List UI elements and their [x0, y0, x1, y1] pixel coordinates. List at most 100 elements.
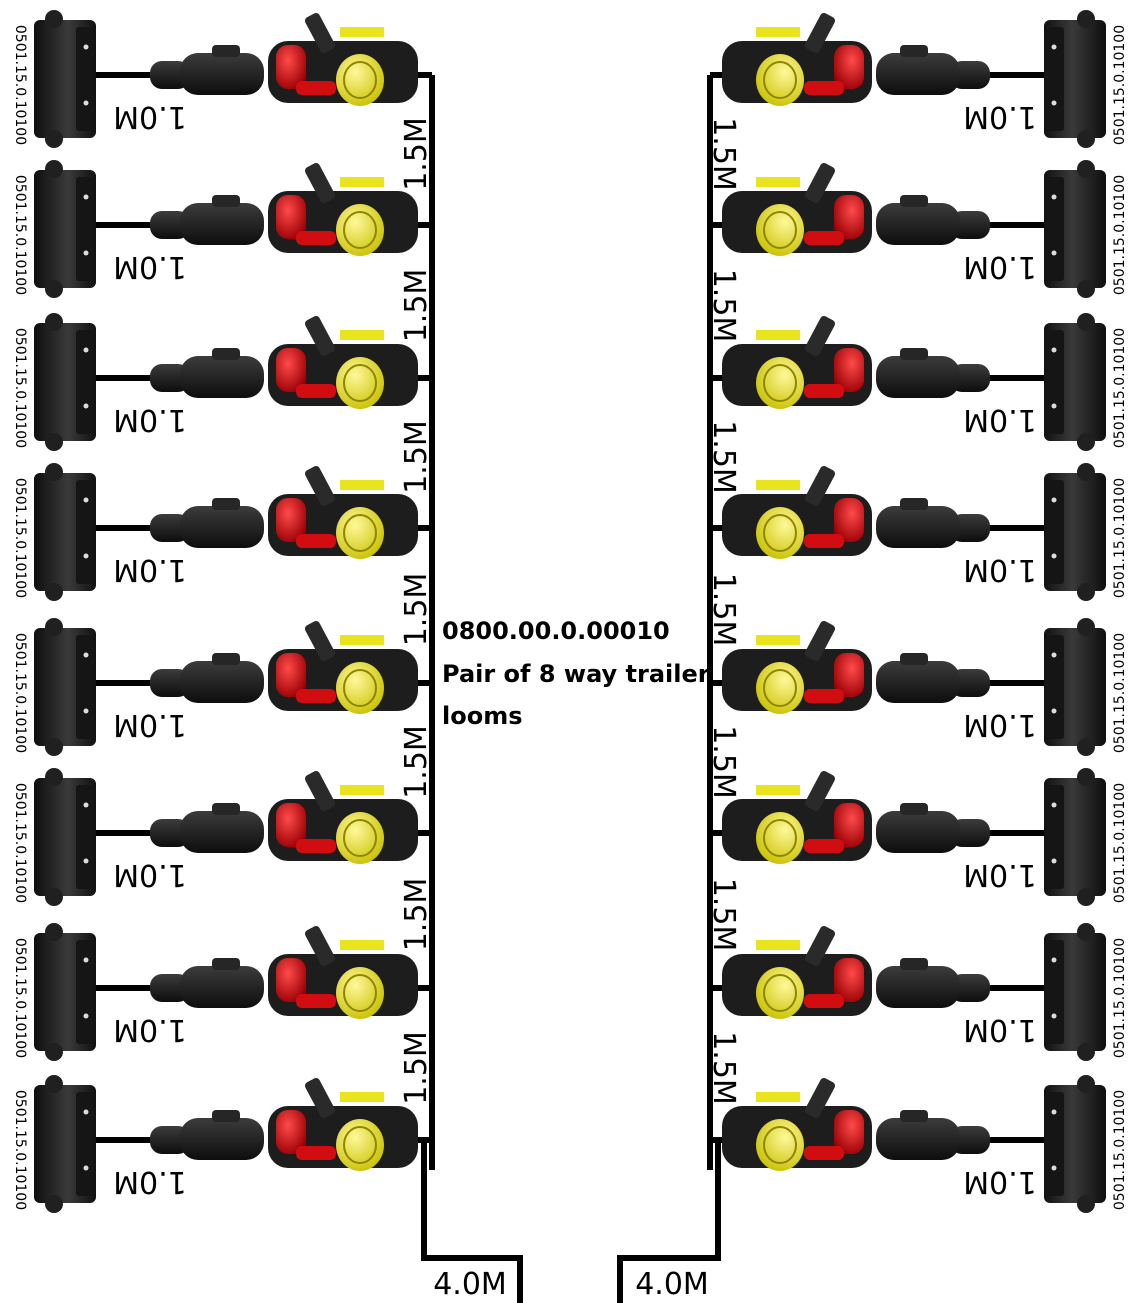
housing-bump-bottom: [45, 1195, 63, 1213]
lead-wire-4m: [617, 1140, 721, 1303]
connector-latch: [804, 1077, 836, 1119]
lamp-housing-flange: [1046, 480, 1064, 584]
connector-red-pin: [804, 231, 844, 245]
plug-head: [180, 966, 264, 1008]
lamp-housing-flange: [76, 635, 94, 739]
housing-dot: [83, 403, 89, 409]
plug-body: [150, 514, 190, 542]
plug-head: [180, 1118, 264, 1160]
connector-red-seal: [834, 958, 864, 1002]
left_side-branch-8: [34, 1075, 418, 1213]
right_side-branch-5: [722, 618, 1106, 756]
plug-body: [150, 669, 190, 697]
branch-wire: [90, 375, 160, 381]
wire-layer: [405, 72, 735, 1303]
connector-latch: [804, 465, 836, 507]
connector-yellow-lock: [756, 1092, 800, 1102]
connector-seal-ring: [343, 61, 377, 99]
branch-wire: [980, 680, 1050, 686]
connector-seal-ring: [343, 974, 377, 1012]
housing-dot: [83, 1165, 89, 1171]
connector-latch: [804, 12, 836, 54]
lamp-part-code: 0501.15.0.10100: [12, 783, 28, 903]
branch-wire: [90, 985, 160, 991]
connector-red-pin: [296, 384, 336, 398]
housing-dot: [83, 553, 89, 559]
segment-length-label: 1.5M: [399, 1031, 434, 1105]
housing-bump-bottom: [45, 1043, 63, 1061]
housing-bump-bottom: [45, 280, 63, 298]
segment-length-label: 1.5M: [399, 725, 434, 799]
plug-latch: [900, 45, 928, 57]
housing-dot: [83, 194, 89, 200]
housing-dot: [1051, 652, 1057, 658]
right_side-branch-8: [722, 1075, 1106, 1213]
segment-length-label: 1.5M: [399, 573, 434, 647]
segment-length-label: 1.5M: [706, 269, 741, 343]
housing-dot: [83, 44, 89, 50]
component-layer: [34, 10, 1106, 1213]
segment-length-label: 1.5M: [706, 573, 741, 647]
connector-red-pin: [804, 839, 844, 853]
connector-yellow-lock: [756, 635, 800, 645]
branch-length-label: 1.0M: [963, 402, 1037, 437]
plug-latch: [212, 195, 240, 207]
connector-yellow-lock: [340, 480, 384, 490]
plug-head: [180, 506, 264, 548]
plug-body: [950, 974, 990, 1002]
segment-length-label: 1.5M: [706, 117, 741, 191]
segment-length-label: 1.5M: [399, 117, 434, 191]
connector-red-seal: [276, 958, 306, 1002]
lamp-housing-flange: [1046, 785, 1064, 889]
lamp-part-code: 0501.15.0.10100: [1112, 633, 1128, 753]
lead-wire-4m: [421, 1140, 523, 1303]
lamp-part-code: 0501.15.0.10100: [12, 938, 28, 1058]
plug-body: [950, 819, 990, 847]
housing-dot: [83, 250, 89, 256]
right_side-components: [722, 10, 1106, 1213]
branch-wire: [980, 525, 1050, 531]
housing-bump-bottom: [1077, 1195, 1095, 1213]
housing-dot: [1051, 1165, 1057, 1171]
connector-yellow-lock: [756, 27, 800, 37]
housing-bump-bottom: [45, 583, 63, 601]
plug-latch: [212, 348, 240, 360]
housing-dot: [83, 1013, 89, 1019]
connector-red-pin: [296, 534, 336, 548]
housing-bump-top: [45, 618, 63, 636]
connector-seal-ring: [763, 514, 797, 552]
plug-latch: [900, 498, 928, 510]
connector-red-pin: [804, 994, 844, 1008]
connector-seal-ring: [763, 1126, 797, 1164]
plug-body: [150, 1126, 190, 1154]
left_side-branch-3: [34, 313, 418, 451]
connector-seal-ring: [763, 364, 797, 402]
plug-latch: [900, 348, 928, 360]
branch-length-label: 1.0M: [113, 249, 187, 284]
plug-body: [150, 974, 190, 1002]
housing-dot: [83, 957, 89, 963]
plug-head: [876, 506, 960, 548]
connector-latch: [304, 770, 336, 812]
housing-bump-bottom: [45, 433, 63, 451]
branch-wire: [980, 375, 1050, 381]
housing-dot: [1051, 1109, 1057, 1115]
branch-wire: [90, 525, 160, 531]
connector-red-pin: [296, 994, 336, 1008]
housing-dot: [83, 1109, 89, 1115]
branch-length-label: 1.0M: [113, 1012, 187, 1047]
connector-latch: [804, 925, 836, 967]
connector-red-pin: [296, 1146, 336, 1160]
connector-latch: [304, 315, 336, 357]
plug-body: [950, 364, 990, 392]
segment-length-label: 1.5M: [706, 878, 741, 952]
lamp-part-code: 0501.15.0.10100: [12, 633, 28, 753]
housing-dot: [83, 347, 89, 353]
connector-seal-ring: [763, 211, 797, 249]
plug-body: [150, 61, 190, 89]
lamp-housing-flange: [76, 1092, 94, 1196]
branch-wire: [90, 222, 160, 228]
plug-latch: [212, 1110, 240, 1122]
plug-head: [180, 811, 264, 853]
housing-dot: [1051, 194, 1057, 200]
